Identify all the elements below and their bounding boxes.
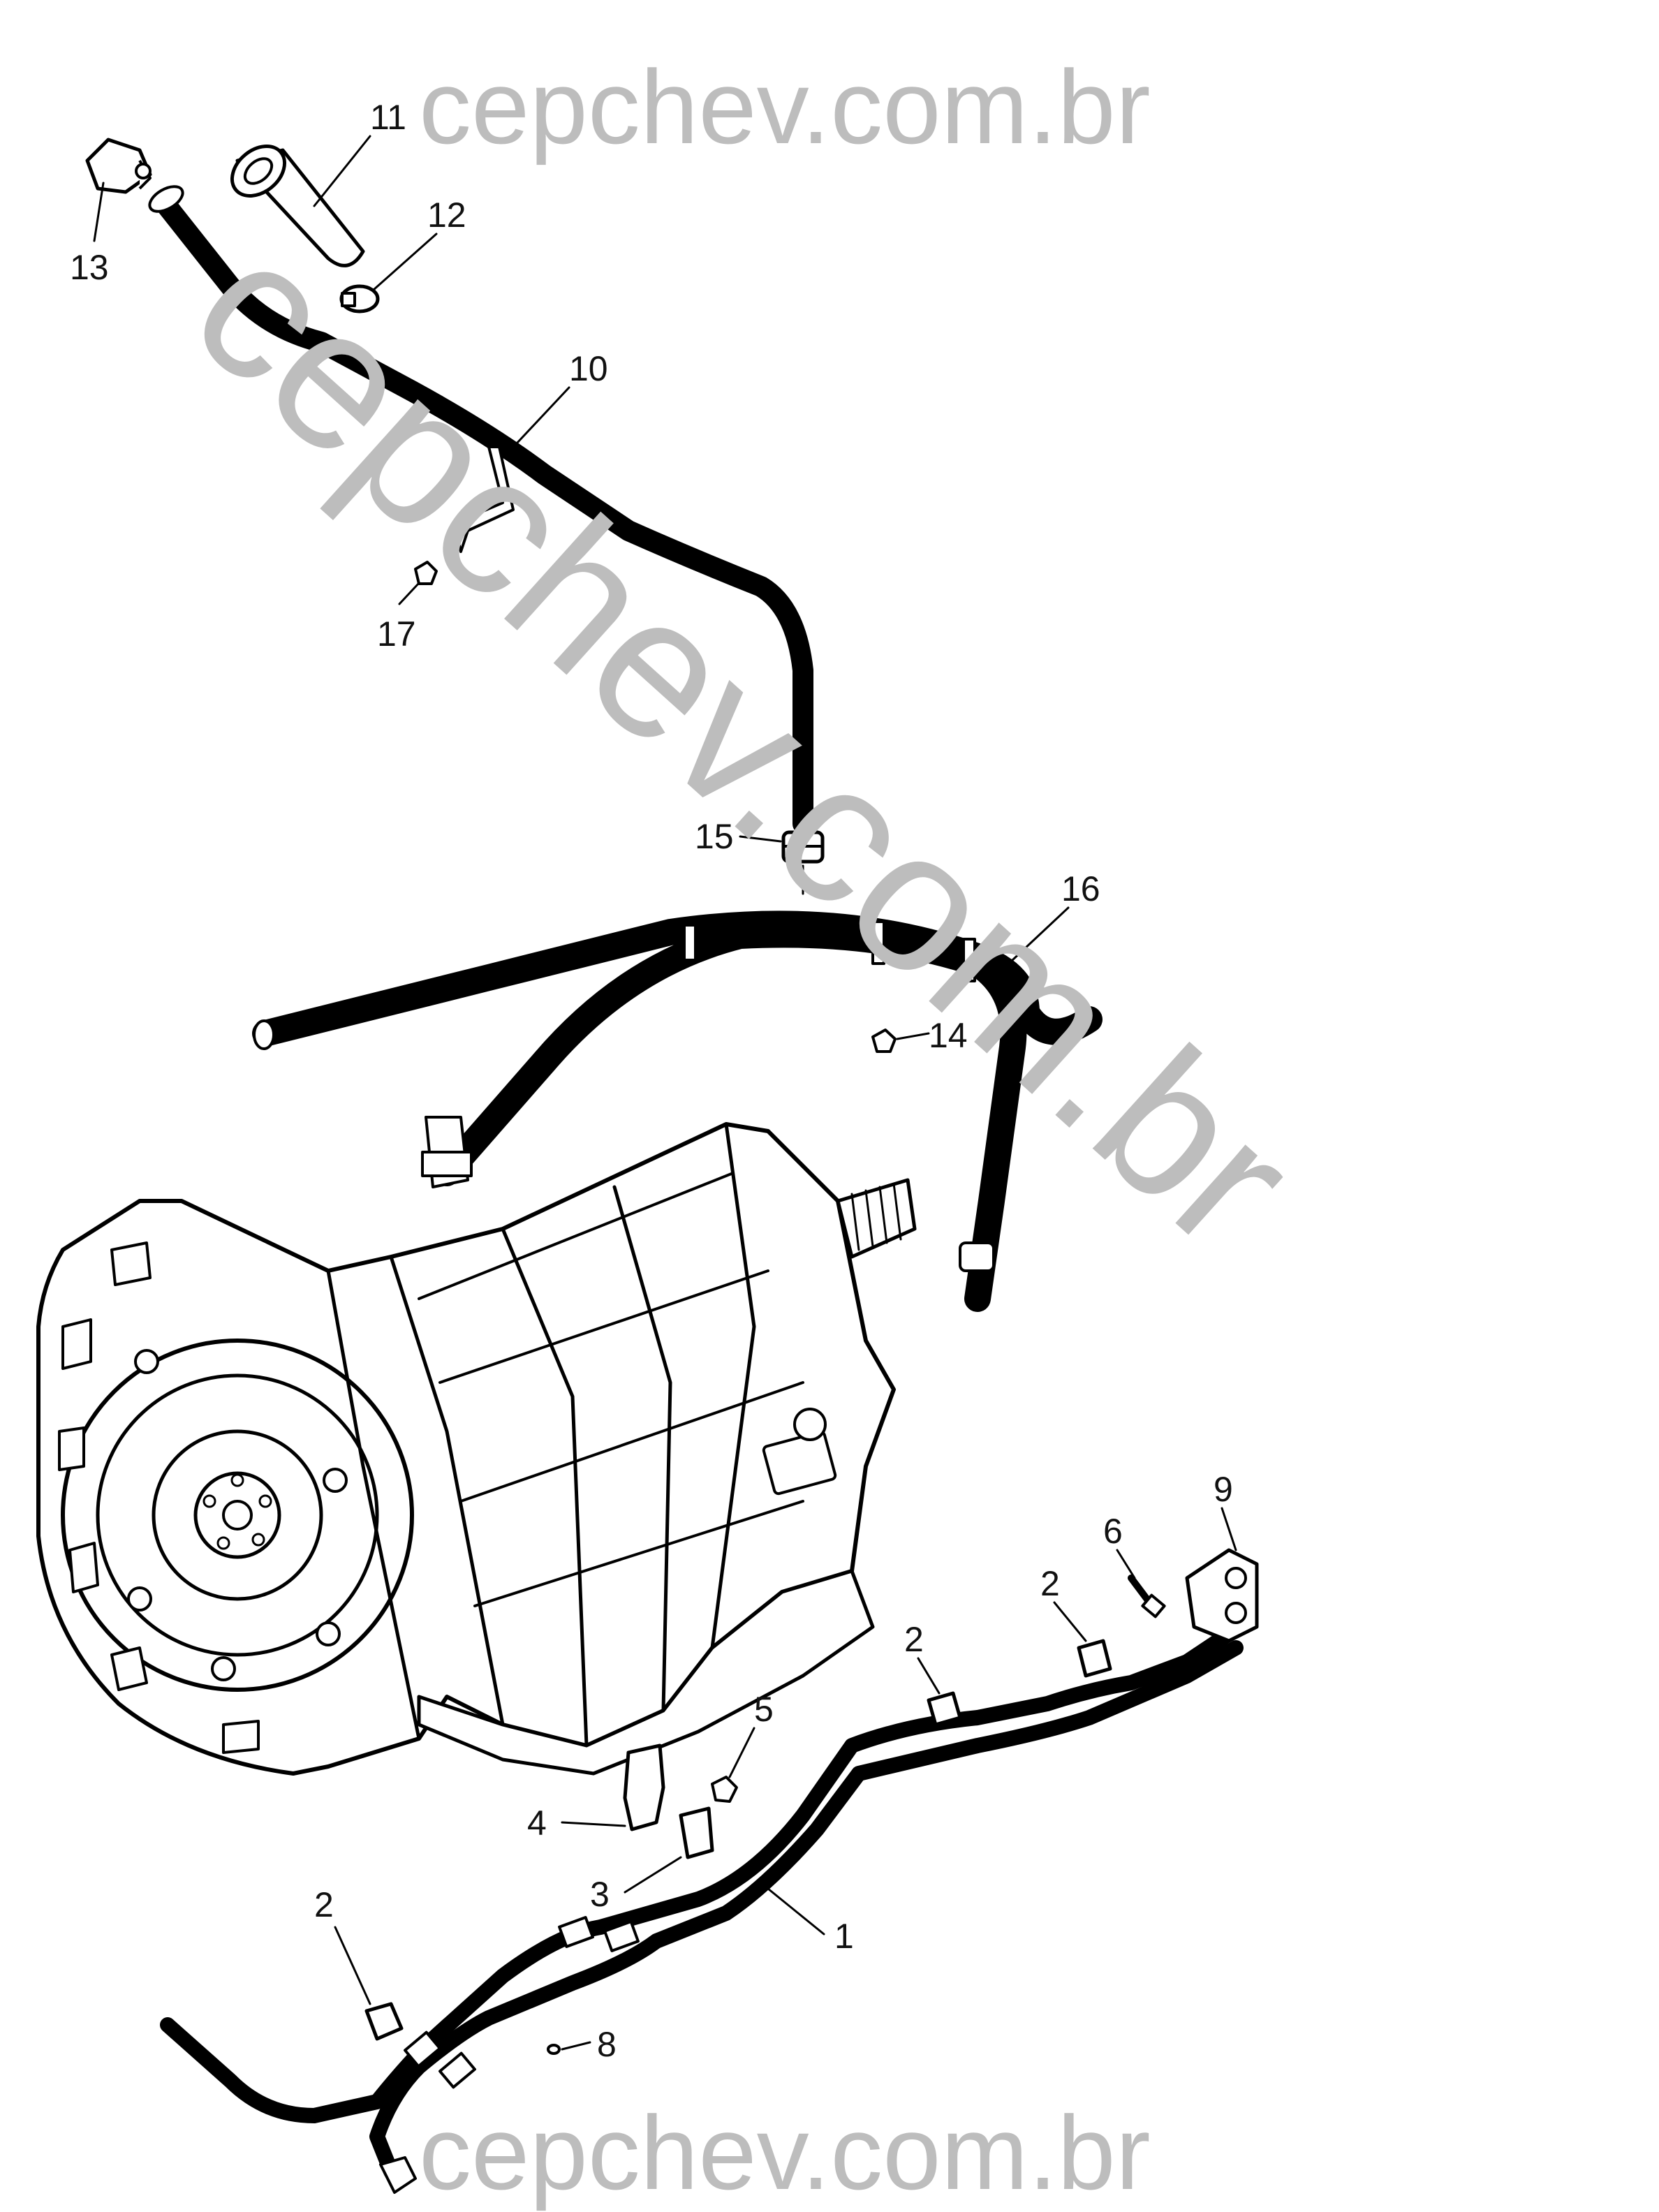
bell-housing — [58, 1241, 414, 1754]
callout-3: 3 — [590, 1875, 610, 1914]
watermark-top: cepchev.com.br — [419, 48, 1151, 165]
callout-6: 6 — [1103, 1512, 1123, 1551]
nut-14 — [871, 1028, 897, 1053]
callout-2-lower-left: 2 — [314, 1885, 334, 1924]
line-bracket — [1185, 1548, 1259, 1643]
tube-bracket — [452, 445, 515, 553]
callout-16: 16 — [1061, 869, 1100, 908]
clip-2a — [1077, 1639, 1112, 1678]
callout-17: 17 — [377, 614, 416, 654]
callout-2-upper-right: 2 — [1040, 1564, 1060, 1603]
leader-lines — [93, 135, 1237, 2051]
callout-9: 9 — [1214, 1470, 1233, 1509]
hose-clamp — [339, 284, 380, 314]
bolt-6 — [1128, 1575, 1166, 1619]
callout-14: 14 — [929, 1016, 968, 1055]
sleeve — [230, 145, 365, 267]
dipstick-tube-assembly — [85, 138, 825, 895]
tube-seal — [781, 830, 825, 895]
callout-8: 8 — [597, 2025, 617, 2064]
callout-13: 13 — [70, 248, 109, 287]
callout-1: 1 — [834, 1917, 854, 1956]
clip-2c — [364, 2002, 404, 2041]
callout-2-middle: 2 — [904, 1620, 924, 1659]
callout-15: 15 — [695, 817, 734, 856]
output-shaft — [836, 1178, 917, 1259]
vent-hose-assembly — [252, 910, 1103, 1312]
watermark-bottom: cepchev.com.br — [419, 2094, 1151, 2211]
clip-3 — [679, 1806, 714, 1859]
bolt-5 — [711, 1776, 738, 1803]
bracket-4 — [623, 1743, 665, 1831]
callout-11: 11 — [370, 98, 406, 137]
vent-connector — [85, 138, 152, 194]
nut-17 — [414, 561, 438, 585]
oil-pan — [417, 1569, 875, 1776]
callout-5: 5 — [754, 1690, 774, 1729]
callout-4: 4 — [527, 1804, 547, 1843]
callout-10: 10 — [569, 349, 608, 388]
clip-2b — [927, 1691, 962, 1727]
callouts: 11 12 13 10 17 15 16 14 9 6 2 2 5 4 3 1 … — [70, 98, 1233, 2064]
cooler-lines — [160, 1626, 1244, 2194]
transmission-case — [36, 1122, 917, 1776]
washer-8 — [547, 2044, 561, 2055]
callout-12: 12 — [427, 196, 466, 235]
